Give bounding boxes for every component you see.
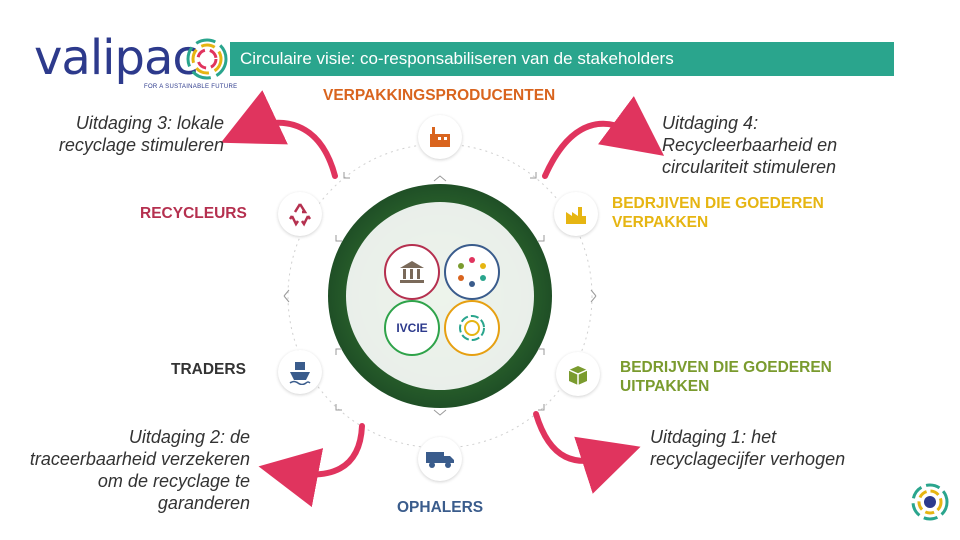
ship-icon (289, 362, 311, 385)
ivcie-logo: IVCIE (384, 300, 440, 356)
node-verpakkingsproducenten (418, 115, 462, 159)
node-ophalers (418, 437, 462, 481)
logo-tagline: FOR A SUSTAINABLE FUTURE (144, 84, 238, 90)
truck-icon (426, 452, 454, 468)
node-bedrijven-uitpakken (556, 352, 600, 396)
challenge-2: Uitdaging 2: de traceerbaarheid verzeker… (29, 427, 250, 513)
people-circle-icon (444, 244, 500, 300)
label-bedrijven-uitpakken: BEDRIJVEN DIE GOEDEREN UITPAKKEN (620, 359, 832, 395)
logo-text: valipac (34, 30, 199, 86)
government-building-icon (384, 244, 440, 300)
recycle-icon (288, 203, 312, 227)
factory-icon (430, 127, 450, 147)
node-bedrijven-verpakken (554, 192, 598, 236)
challenge-1: Uitdaging 1: het recyclagecijfer verhoge… (650, 427, 846, 469)
logo-swirl-icon (186, 38, 228, 80)
label-ophalers: OPHALERS (397, 499, 484, 516)
corner-logo-icon (911, 483, 949, 521)
challenge-4: Uitdaging 4: Recycleerbaarheid en circul… (662, 113, 838, 177)
box-icon (568, 366, 588, 385)
circular-logo (444, 300, 500, 356)
ivcie-label: IVCIE (396, 321, 428, 335)
banner-title: Circulaire visie: co-responsabiliseren v… (230, 42, 894, 76)
label-bedrijven-verpakken: BEDRJIVEN DIE GOEDEREN VERPAKKEN (612, 195, 824, 231)
label-traders: TRADERS (171, 361, 246, 378)
node-recycleurs (278, 192, 322, 236)
label-recycleurs: RECYCLEURS (140, 205, 247, 222)
valipac-logo: valipac FOR A SUSTAINABLE FUTURE (34, 30, 237, 94)
label-verpakkingsproducenten: VERPAKKINGSPRODUCENTEN (323, 87, 556, 104)
node-traders (278, 350, 322, 394)
challenge-3: Uitdaging 3: lokale recyclage stimuleren (58, 113, 224, 155)
factory-icon (566, 207, 586, 224)
